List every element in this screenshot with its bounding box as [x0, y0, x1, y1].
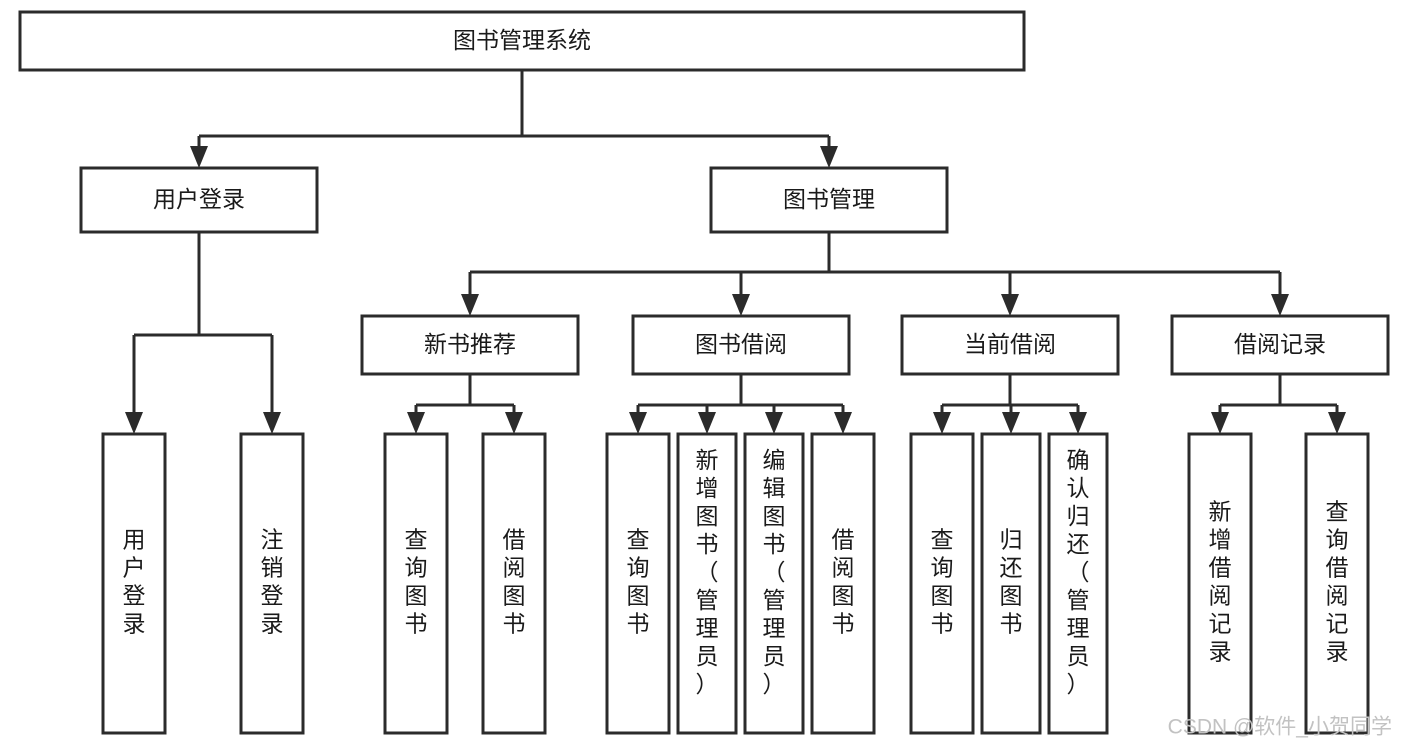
- csdn-watermark: CSDN @软件_小贺同学: [1168, 716, 1392, 739]
- node-leaf-query-book-1[interactable]: 查询图书: [383, 432, 449, 735]
- arrow-head-icon: [834, 412, 852, 434]
- node-leaf-query-book-2[interactable]: 查询图书: [605, 432, 671, 735]
- arrow-head-icon: [1069, 412, 1087, 434]
- node-box[interactable]: [743, 432, 805, 735]
- node-box[interactable]: [481, 432, 547, 735]
- node-label: 当前借阅: [964, 331, 1056, 357]
- node-box[interactable]: [239, 432, 305, 735]
- node-box[interactable]: [605, 432, 671, 735]
- node-leaf-user-login[interactable]: 用户登录: [101, 432, 167, 735]
- node-box[interactable]: [980, 432, 1042, 735]
- node-leaf-query-record[interactable]: 查询借阅记录: [1304, 432, 1370, 735]
- node-leaf-edit-book[interactable]: 编辑图书（管理员）: [743, 432, 805, 735]
- node-label: 图书管理系统: [453, 27, 591, 53]
- arrow-head-icon: [1211, 412, 1229, 434]
- node-new-book-recommend[interactable]: 新书推荐: [360, 314, 580, 376]
- node-label: 查询借阅记录: [1326, 499, 1349, 665]
- node-label: 用户登录: [123, 527, 146, 637]
- node-label: 新增图书（管理员）: [696, 447, 719, 697]
- node-current-borrow[interactable]: 当前借阅: [900, 314, 1120, 376]
- node-root[interactable]: 图书管理系统: [18, 10, 1026, 72]
- node-label: 确认归还（管理员）: [1067, 447, 1090, 697]
- node-leaf-borrow-book-2[interactable]: 借阅图书: [810, 432, 876, 735]
- node-box[interactable]: [1047, 432, 1109, 735]
- node-label: 查询图书: [405, 527, 428, 637]
- connectors-layer: [125, 70, 1346, 434]
- arrow-head-icon: [1271, 294, 1289, 316]
- node-label: 编辑图书（管理员）: [763, 447, 786, 697]
- arrow-head-icon: [732, 294, 750, 316]
- node-label: 查询图书: [627, 527, 650, 637]
- connector-borrow-record-children: [1211, 374, 1346, 434]
- arrow-head-icon: [190, 146, 208, 168]
- connector-current-borrow-children: [933, 374, 1087, 434]
- node-box[interactable]: [1187, 432, 1253, 735]
- node-box[interactable]: [1304, 432, 1370, 735]
- node-label: 图书管理: [783, 186, 875, 212]
- arrow-head-icon: [407, 412, 425, 434]
- connector-root-to-level2: [190, 70, 838, 168]
- node-label: 查询图书: [931, 527, 954, 637]
- node-box[interactable]: [810, 432, 876, 735]
- connector-user-login-children: [125, 232, 281, 434]
- nodes-layer: 图书管理系统用户登录图书管理新书推荐图书借阅当前借阅借阅记录用户登录注销登录查询…: [18, 10, 1390, 735]
- node-label: 新书推荐: [424, 331, 516, 357]
- node-leaf-add-book[interactable]: 新增图书（管理员）: [676, 432, 738, 735]
- connector-new-book-children: [407, 374, 523, 434]
- node-label: 新增借阅记录: [1209, 499, 1232, 665]
- node-label: 归还图书: [1000, 527, 1023, 637]
- node-label: 图书借阅: [695, 331, 787, 357]
- connector-book-borrow-children: [629, 374, 852, 434]
- node-label: 用户登录: [153, 186, 245, 212]
- node-borrow-record[interactable]: 借阅记录: [1170, 314, 1390, 376]
- arrow-head-icon: [1328, 412, 1346, 434]
- node-box[interactable]: [383, 432, 449, 735]
- node-label: 注销登录: [261, 527, 284, 637]
- node-box[interactable]: [79, 166, 319, 234]
- arrow-head-icon: [765, 412, 783, 434]
- node-book-borrow[interactable]: 图书借阅: [631, 314, 851, 376]
- node-box[interactable]: [631, 314, 851, 376]
- node-label: 借阅图书: [503, 527, 526, 637]
- node-leaf-query-book-3[interactable]: 查询图书: [909, 432, 975, 735]
- node-label: 借阅记录: [1234, 331, 1326, 357]
- arrow-head-icon: [263, 412, 281, 434]
- node-box[interactable]: [676, 432, 738, 735]
- node-leaf-add-record[interactable]: 新增借阅记录: [1187, 432, 1253, 735]
- node-leaf-return-book[interactable]: 归还图书: [980, 432, 1042, 735]
- node-box[interactable]: [909, 432, 975, 735]
- node-box[interactable]: [101, 432, 167, 735]
- node-box[interactable]: [900, 314, 1120, 376]
- arrow-head-icon: [698, 412, 716, 434]
- node-box[interactable]: [360, 314, 580, 376]
- arrow-head-icon: [461, 294, 479, 316]
- node-leaf-borrow-book-1[interactable]: 借阅图书: [481, 432, 547, 735]
- node-book-manage[interactable]: 图书管理: [709, 166, 949, 234]
- node-leaf-confirm-return[interactable]: 确认归还（管理员）: [1047, 432, 1109, 735]
- node-user-login[interactable]: 用户登录: [79, 166, 319, 234]
- connector-book-manage-children: [461, 232, 1289, 316]
- arrow-head-icon: [629, 412, 647, 434]
- arrow-head-icon: [1002, 412, 1020, 434]
- arrow-head-icon: [820, 146, 838, 168]
- node-box[interactable]: [709, 166, 949, 234]
- arrow-head-icon: [933, 412, 951, 434]
- arrow-head-icon: [505, 412, 523, 434]
- node-label: 借阅图书: [832, 527, 855, 637]
- node-box[interactable]: [18, 10, 1026, 72]
- arrow-head-icon: [125, 412, 143, 434]
- node-box[interactable]: [1170, 314, 1390, 376]
- node-leaf-user-logout[interactable]: 注销登录: [239, 432, 305, 735]
- arrow-head-icon: [1001, 294, 1019, 316]
